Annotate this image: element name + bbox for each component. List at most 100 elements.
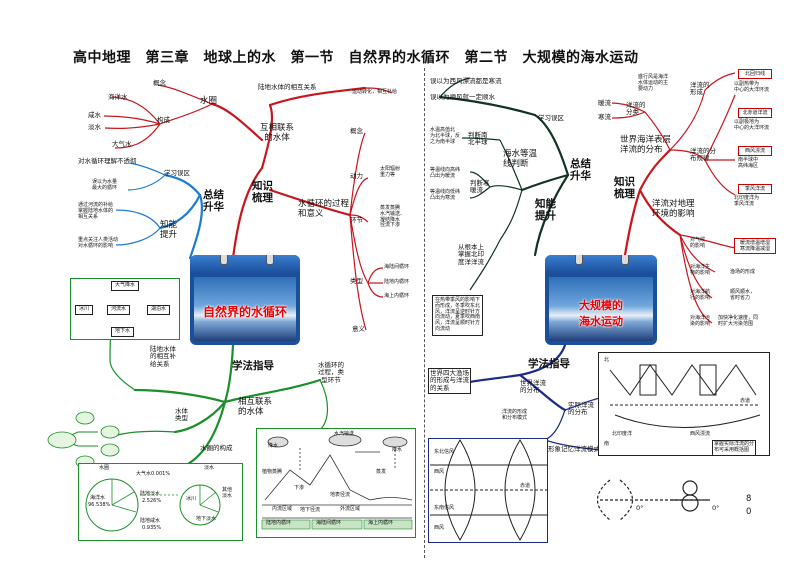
memory-deg-2: 8 xyxy=(746,494,752,504)
cycle-label-3: 蒸发 xyxy=(376,469,387,475)
cycle-type-land: 陆地内循环 xyxy=(384,279,410,285)
left-summary-hub: 总结 升华 xyxy=(203,189,224,214)
cycle-seg-inner: 内流区域 xyxy=(272,506,293,512)
isotherm-judge: 海水等温 线判断 xyxy=(503,149,538,169)
cycle-label-6: 地下径流 xyxy=(300,507,321,513)
cold-current: 寒流 xyxy=(598,113,611,121)
monsoon-explain: 在热带季风的影响下 而形成，冬季吹东北 风，洋流呈逆时针方 向流动，夏季吹西南 … xyxy=(432,295,484,336)
right-knowledge-hub: 知识 梳理 xyxy=(614,176,635,201)
cycle-type-sea: 海上内循环 xyxy=(384,293,410,299)
mutual-water-node: 互相联系 的水体 xyxy=(260,123,295,143)
pie-land-pct: 2.526% xyxy=(142,498,162,504)
memory-deg-0: 0° xyxy=(636,504,644,512)
ocean-distribution-node: 世界海洋表层 洋流的分布 xyxy=(620,135,672,155)
left-knowledge-hub: 知识 梳理 xyxy=(252,180,273,205)
water-sphere-concept: 概念 xyxy=(153,79,166,87)
map-label-1: 西风漂流 xyxy=(690,431,711,437)
tag-4: 西风漂流 xyxy=(738,146,772,156)
north-indian-ocean: 从根本上 掌握北印 度洋洋流 xyxy=(458,243,484,266)
impact-node: 洋流对地理 环境的影响 xyxy=(652,199,695,219)
tag-3: 以副极地为 中心的大洋环流 xyxy=(734,119,770,131)
pie-other: 其他 淡水 xyxy=(222,487,233,499)
page-title: 高中地理 第三章 地球上的水 第一节 自然界的水循环 第二节 大规模的海水运动 xyxy=(73,50,639,66)
method-cycle-process: 水循环的 过程，类 型环节 xyxy=(318,361,344,384)
cycle-seg-outer: 外流区域 xyxy=(340,506,361,512)
tag-0: 北回归线 xyxy=(738,69,772,79)
cycle-power-value: 太阳辐射 重力等 xyxy=(380,166,401,178)
left-mis-area: 学习误区 xyxy=(164,169,190,177)
water-sphere-composition: 构成 xyxy=(157,116,170,124)
right-topic-card: 大规模的 海水运动 xyxy=(545,255,657,345)
pie-under: 地下淡水 xyxy=(196,516,217,522)
formation-wind: 盛行风是海洋 水体运动的主 要动力 xyxy=(638,74,669,92)
right-approach-1: 通过河流的补给 掌握陆地水体的 相互关系 xyxy=(78,202,114,220)
map-label-0: 北印度洋 xyxy=(612,431,633,437)
actual-distribution: 实际洋流 的分布 xyxy=(568,401,594,417)
pattern-node: 洋流的分 布规律 xyxy=(690,147,716,163)
pie-header-right: 淡水 xyxy=(204,465,215,471)
warm-cold-judge: 判断寒 暖流 xyxy=(470,179,490,195)
wrong-belief-1: 误以为水量 最大的循环 xyxy=(92,179,118,191)
cycle-label-0: 降水 xyxy=(268,443,279,449)
pie-land-label: 陆地淡水 xyxy=(140,491,161,497)
impact-pollution-value: 加快净化速度，同 时扩大污染范围 xyxy=(718,315,759,327)
water-item-sea: 海洋水 xyxy=(108,93,128,101)
cycle-types: 类型 xyxy=(350,277,363,285)
tag-7: 北印度洋为 季风洋流 xyxy=(734,195,760,207)
right-ability: 知能 提升 xyxy=(535,198,556,223)
globe-label-3: 西风 xyxy=(434,525,445,531)
water-flow-diagram: 大气降水 冰川 河流水 湖泊水 地下水 xyxy=(70,278,180,340)
map-label-4: 南 xyxy=(604,441,610,447)
globe-label-1: 西风 xyxy=(434,469,445,475)
method-land-relation: 陆地水体 的相互补 给关系 xyxy=(150,345,176,368)
flow-lake: 湖泊水 xyxy=(147,305,171,315)
flow-atmos: 大气降水 xyxy=(111,281,140,291)
cycle-links: 环节 xyxy=(350,216,363,224)
left-red-trunk xyxy=(231,166,264,260)
cycle-type-sea-land: 海陆间循环 xyxy=(384,264,410,270)
pie-sea-label: 海洋水 xyxy=(90,495,106,501)
impact-nav-value: 顺风顺水， 省时省力 xyxy=(730,289,756,301)
impact-bio: 对海洋生 物的影响 xyxy=(690,264,711,276)
ocean-current-map xyxy=(598,352,770,456)
cycle-label-1: 水汽输送 xyxy=(334,431,355,437)
pie-sea-pct: 96.538% xyxy=(88,502,111,508)
pie-header-left: 水圈 xyxy=(99,465,110,471)
impact-climate: 对气候 的影响 xyxy=(690,237,706,249)
memory-deg-1: 0° xyxy=(712,504,720,512)
right-summary-hub: 总结 升华 xyxy=(570,158,591,183)
warm-current-rule: 等温线向高纬 凸出为暖流 xyxy=(430,167,461,179)
north-south-judge: 判断南 北半球 xyxy=(468,131,488,147)
flow-glacier: 冰川 xyxy=(75,305,94,315)
impact-bio-value: 渔场的形成 xyxy=(730,269,756,275)
formation-node: 洋流的 形成 xyxy=(690,81,710,97)
left-ability: 知能 提升 xyxy=(160,220,178,240)
motion-transform: 运动转化，相互补给 xyxy=(352,89,398,95)
left-method-hub: 学法指导 xyxy=(232,360,274,372)
map-label-2: 赤道 xyxy=(740,398,751,404)
globe-label-0: 东北信风 xyxy=(434,449,455,455)
formation-model: 洋流的形成 和分布模式 xyxy=(502,409,528,421)
memory-model: 形象记忆洋流模式 xyxy=(548,445,600,453)
pie-salt-pct: 0.935% xyxy=(142,525,162,531)
right-mis-2: 误以为顺风就一定顺水 xyxy=(430,93,495,101)
land-relation: 陆地水体的相互关系 xyxy=(258,83,317,91)
cycle-bottom-0: 陆地内循环 xyxy=(266,520,292,526)
tag-6: 季风洋流 xyxy=(738,184,772,194)
cold-current-rule: 等温线向低纬 凸出为寒流 xyxy=(430,189,461,201)
impact-climate-value: 暖流增温增湿 寒流降温减湿 xyxy=(734,238,776,254)
cycle-process-node: 水循环的过程 和意义 xyxy=(298,199,350,219)
types-node: 洋流的 分类 xyxy=(626,101,646,117)
right-mis-area: 学习误区 xyxy=(538,114,564,122)
pie-air-label: 大气水0.001% xyxy=(136,471,171,477)
warm-current: 暖流 xyxy=(598,99,611,107)
left-topic-card: 自然界的水循环 xyxy=(190,255,300,345)
left-card-label: 自然界的水循环 xyxy=(202,305,287,319)
left-red-water xyxy=(210,102,264,142)
water-sphere-node: 水圈 xyxy=(200,96,218,106)
